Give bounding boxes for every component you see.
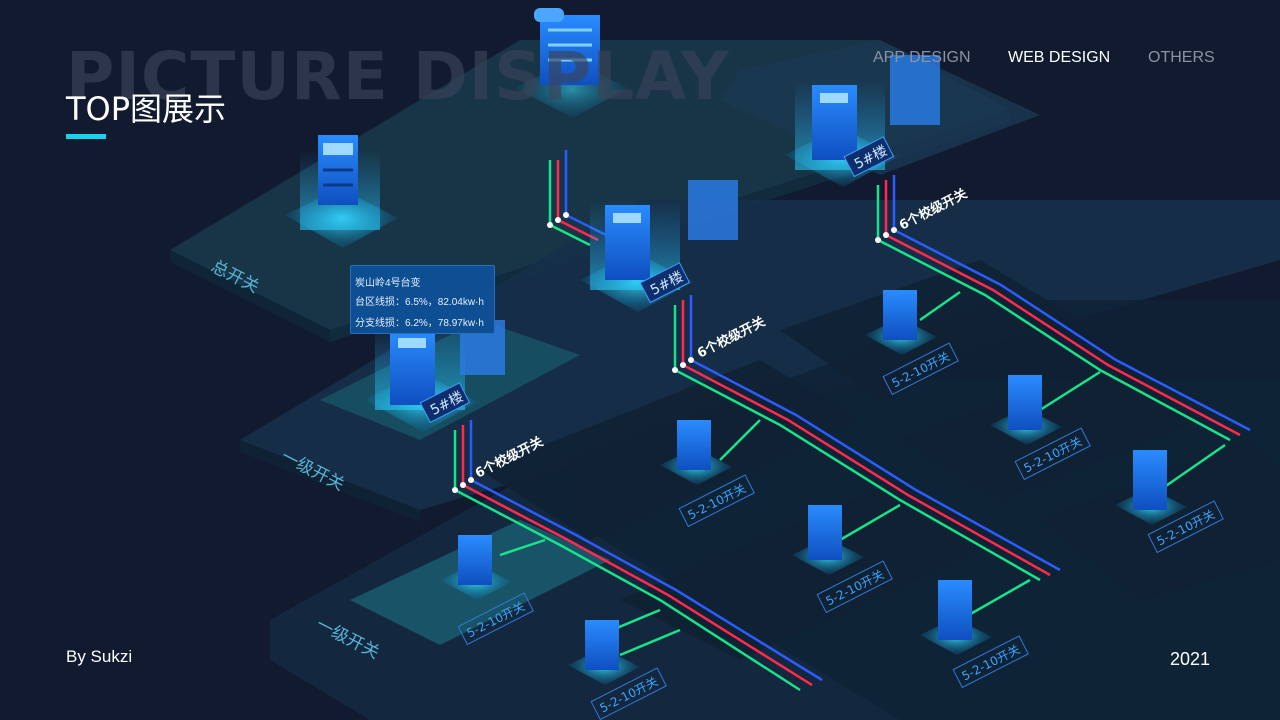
tooltip-line2: 分支线损：6.2%，78.97kw·h: [355, 318, 484, 329]
building-icon[interactable]: [785, 55, 940, 187]
main-switch-cabinet-icon[interactable]: [285, 135, 398, 248]
year-label: 2021: [1170, 649, 1211, 669]
switch-unit-icon[interactable]: [568, 620, 640, 685]
nav-others[interactable]: OTHERS: [1148, 49, 1215, 66]
switch-unit-icon[interactable]: [660, 420, 732, 485]
switch-unit-icon[interactable]: [792, 505, 864, 575]
nav-web-design[interactable]: WEB DESIGN: [1008, 49, 1111, 66]
title-underline: [66, 134, 106, 139]
page-title: TOP图展示: [66, 90, 227, 128]
wire-nodes: [452, 212, 897, 493]
info-tooltip: 炭山岭4号台变 台区线损：6.5%，82.04kw·h 分支线损：6.2%，78…: [350, 265, 495, 334]
switch-unit-icon[interactable]: [990, 375, 1062, 445]
author-credit: By Sukzi: [66, 647, 133, 666]
switch-unit-icon[interactable]: [920, 580, 992, 655]
switch-unit-icon[interactable]: [440, 535, 512, 600]
switch-unit-icon[interactable]: [1115, 450, 1187, 525]
switch-unit-icon[interactable]: [865, 290, 937, 355]
platform-level1-a: [240, 200, 1280, 522]
watermark-text: PICTURE DISPLAY: [66, 38, 730, 115]
tooltip-line1: 台区线损：6.5%，82.04kw·h: [355, 297, 484, 308]
transformer-icon[interactable]: [515, 8, 628, 118]
tooltip-title: 炭山岭4号台变: [355, 278, 421, 289]
nav-app-design[interactable]: APP DESIGN: [873, 49, 971, 66]
